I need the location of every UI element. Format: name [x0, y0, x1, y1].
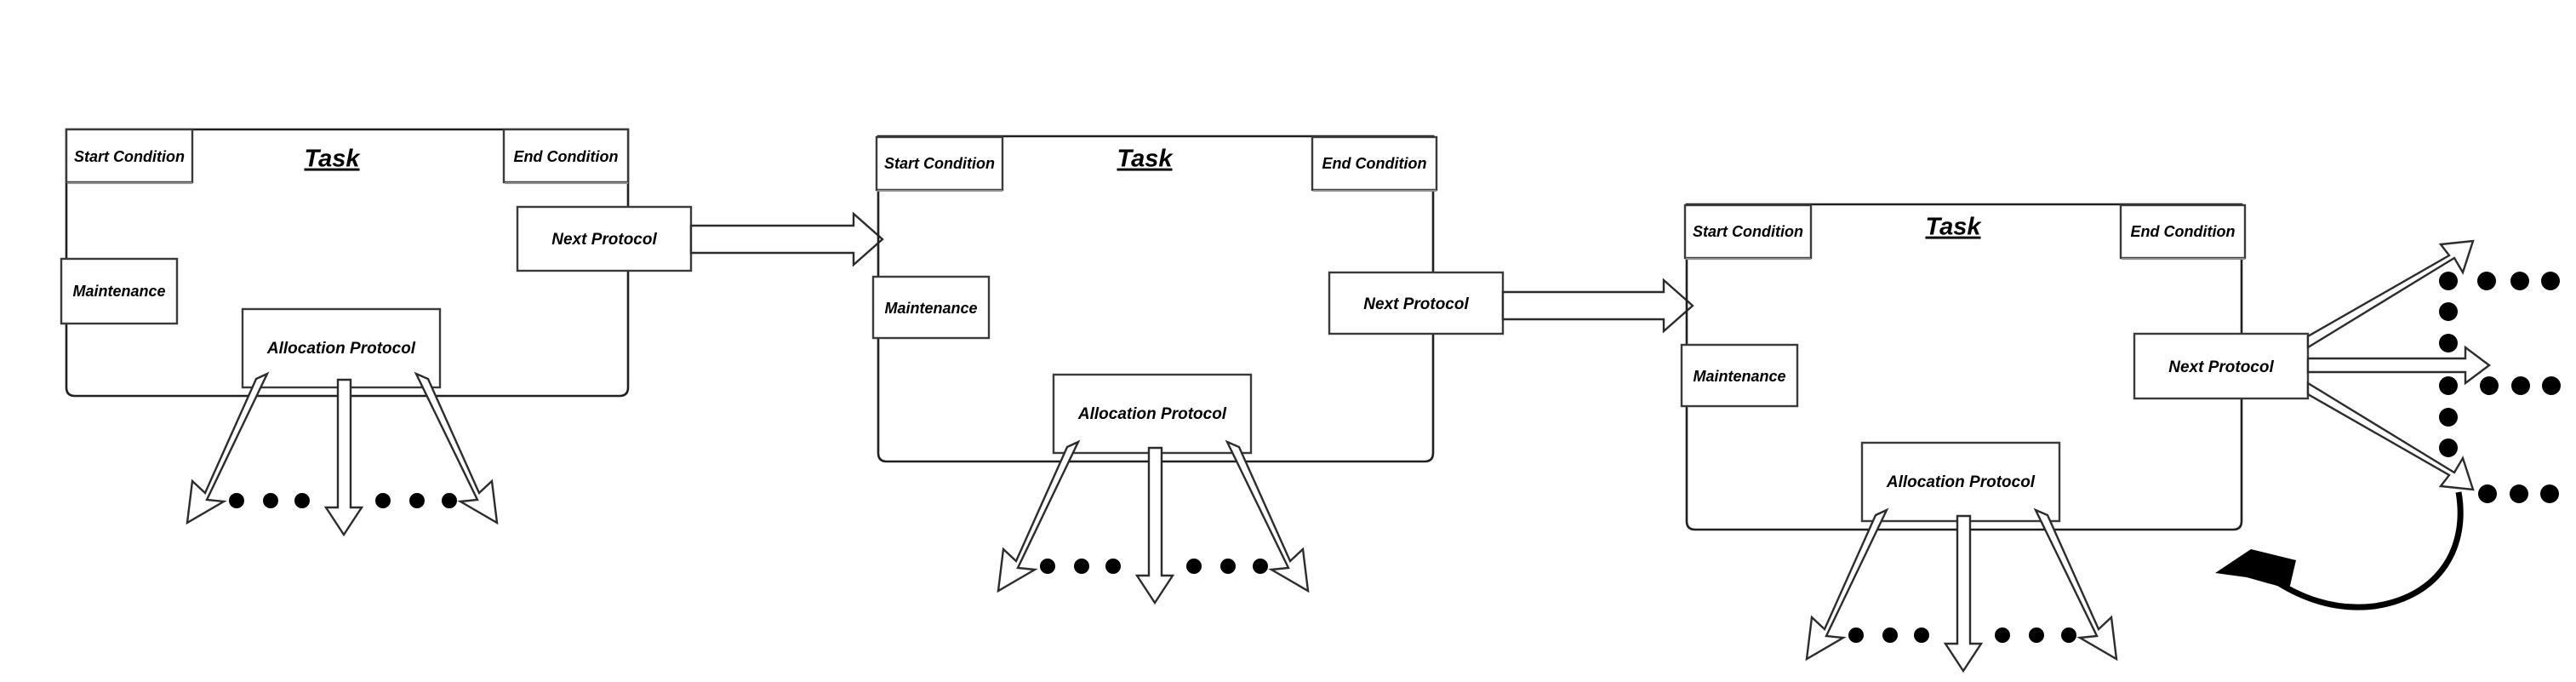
task-title-3: Task	[1925, 214, 1982, 241]
start-condition-box-2[interactable]: Start Condition	[875, 135, 1004, 192]
ellipsis-dots-right-2	[1186, 559, 1268, 574]
terminal-dot-row-top	[2477, 272, 2560, 290]
end-condition-box-1[interactable]: End Condition	[502, 128, 630, 185]
end-condition-box-2[interactable]: End Condition	[1311, 135, 1438, 192]
start-condition-box-1[interactable]: Start Condition	[65, 128, 194, 185]
task-frame-2	[877, 135, 1435, 463]
terminal-dot-column	[2439, 272, 2458, 457]
end-condition-label-3: End Condition	[2131, 223, 2236, 240]
maintenance-box-2[interactable]: Maintenance	[871, 275, 991, 340]
terminal-arrow-right	[2306, 345, 2491, 386]
ellipsis-dots-right-1	[375, 493, 457, 508]
next-protocol-label-3: Next Protocol	[2168, 358, 2274, 376]
maintenance-label-1: Maintenance	[72, 283, 165, 300]
task-title-2: Task	[1117, 146, 1174, 173]
ellipsis-dots-left-2	[1040, 559, 1121, 574]
task-group-2[interactable]: Task Start Condition End Condition Maint…	[871, 135, 1505, 605]
task-title-1: Task	[304, 146, 361, 173]
allocation-protocol-box-3[interactable]: Allocation Protocol	[1860, 441, 2061, 523]
terminal-arrow-down-right	[2306, 381, 2475, 491]
next-protocol-label-2: Next Protocol	[1363, 295, 1469, 313]
fanout-arrow-left-1	[186, 371, 270, 525]
start-condition-label-2: Start Condition	[884, 155, 995, 172]
connector-arrow-1-to-2	[689, 211, 884, 267]
terminal-dot-row-middle	[2480, 376, 2561, 395]
task-group-1[interactable]: Task Start Condition End Condition Maint…	[60, 128, 693, 537]
fanout-arrow-center-3	[1943, 514, 1984, 673]
recursion-curve-arrow	[2215, 491, 2464, 610]
fanout-arrow-center-2	[1134, 446, 1175, 605]
next-protocol-box-1[interactable]: Next Protocol	[516, 205, 693, 272]
allocation-protocol-label-3: Allocation Protocol	[1886, 473, 2036, 491]
task-frame-3	[1685, 203, 2243, 531]
fanout-arrow-right-1	[414, 371, 499, 525]
allocation-protocol-box-2[interactable]: Allocation Protocol	[1052, 373, 1253, 455]
fanout-arrow-right-2	[1225, 439, 1310, 593]
allocation-protocol-box-1[interactable]: Allocation Protocol	[241, 307, 442, 389]
end-condition-label-2: End Condition	[1322, 155, 1427, 172]
ellipsis-dots-left-1	[229, 493, 310, 508]
start-condition-label-3: Start Condition	[1693, 223, 1803, 240]
fanout-arrow-left-2	[997, 439, 1081, 593]
fanout-arrow-left-3	[1805, 507, 1889, 662]
next-protocol-box-2[interactable]: Next Protocol	[1328, 271, 1505, 335]
end-condition-label-1: End Condition	[514, 148, 619, 165]
next-protocol-box-3[interactable]: Next Protocol	[2133, 332, 2310, 400]
fanout-arrow-right-3	[2033, 507, 2118, 662]
maintenance-label-3: Maintenance	[1693, 368, 1785, 385]
ellipsis-dots-left-3	[1848, 628, 1929, 643]
maintenance-label-2: Maintenance	[884, 300, 977, 317]
end-condition-box-3[interactable]: End Condition	[2119, 203, 2247, 261]
start-condition-label-1: Start Condition	[74, 148, 185, 165]
next-protocol-label-1: Next Protocol	[551, 231, 657, 249]
ellipsis-dots-right-3	[1995, 628, 2076, 643]
task-frame-1	[65, 128, 630, 398]
terminal-dot-row-bottom	[2478, 484, 2559, 503]
maintenance-box-1[interactable]: Maintenance	[60, 257, 179, 325]
fanout-arrow-center-1	[323, 378, 364, 537]
connector-arrow-2-to-3	[1501, 278, 1694, 334]
terminal-fanout	[2306, 239, 2561, 503]
maintenance-box-3[interactable]: Maintenance	[1680, 343, 1799, 408]
allocation-protocol-label-1: Allocation Protocol	[266, 340, 416, 358]
terminal-arrow-up-right	[2306, 239, 2475, 350]
start-condition-box-3[interactable]: Start Condition	[1683, 203, 1813, 261]
allocation-protocol-label-2: Allocation Protocol	[1077, 405, 1227, 423]
task-group-3[interactable]: Task Start Condition End Condition Maint…	[1680, 203, 2310, 673]
